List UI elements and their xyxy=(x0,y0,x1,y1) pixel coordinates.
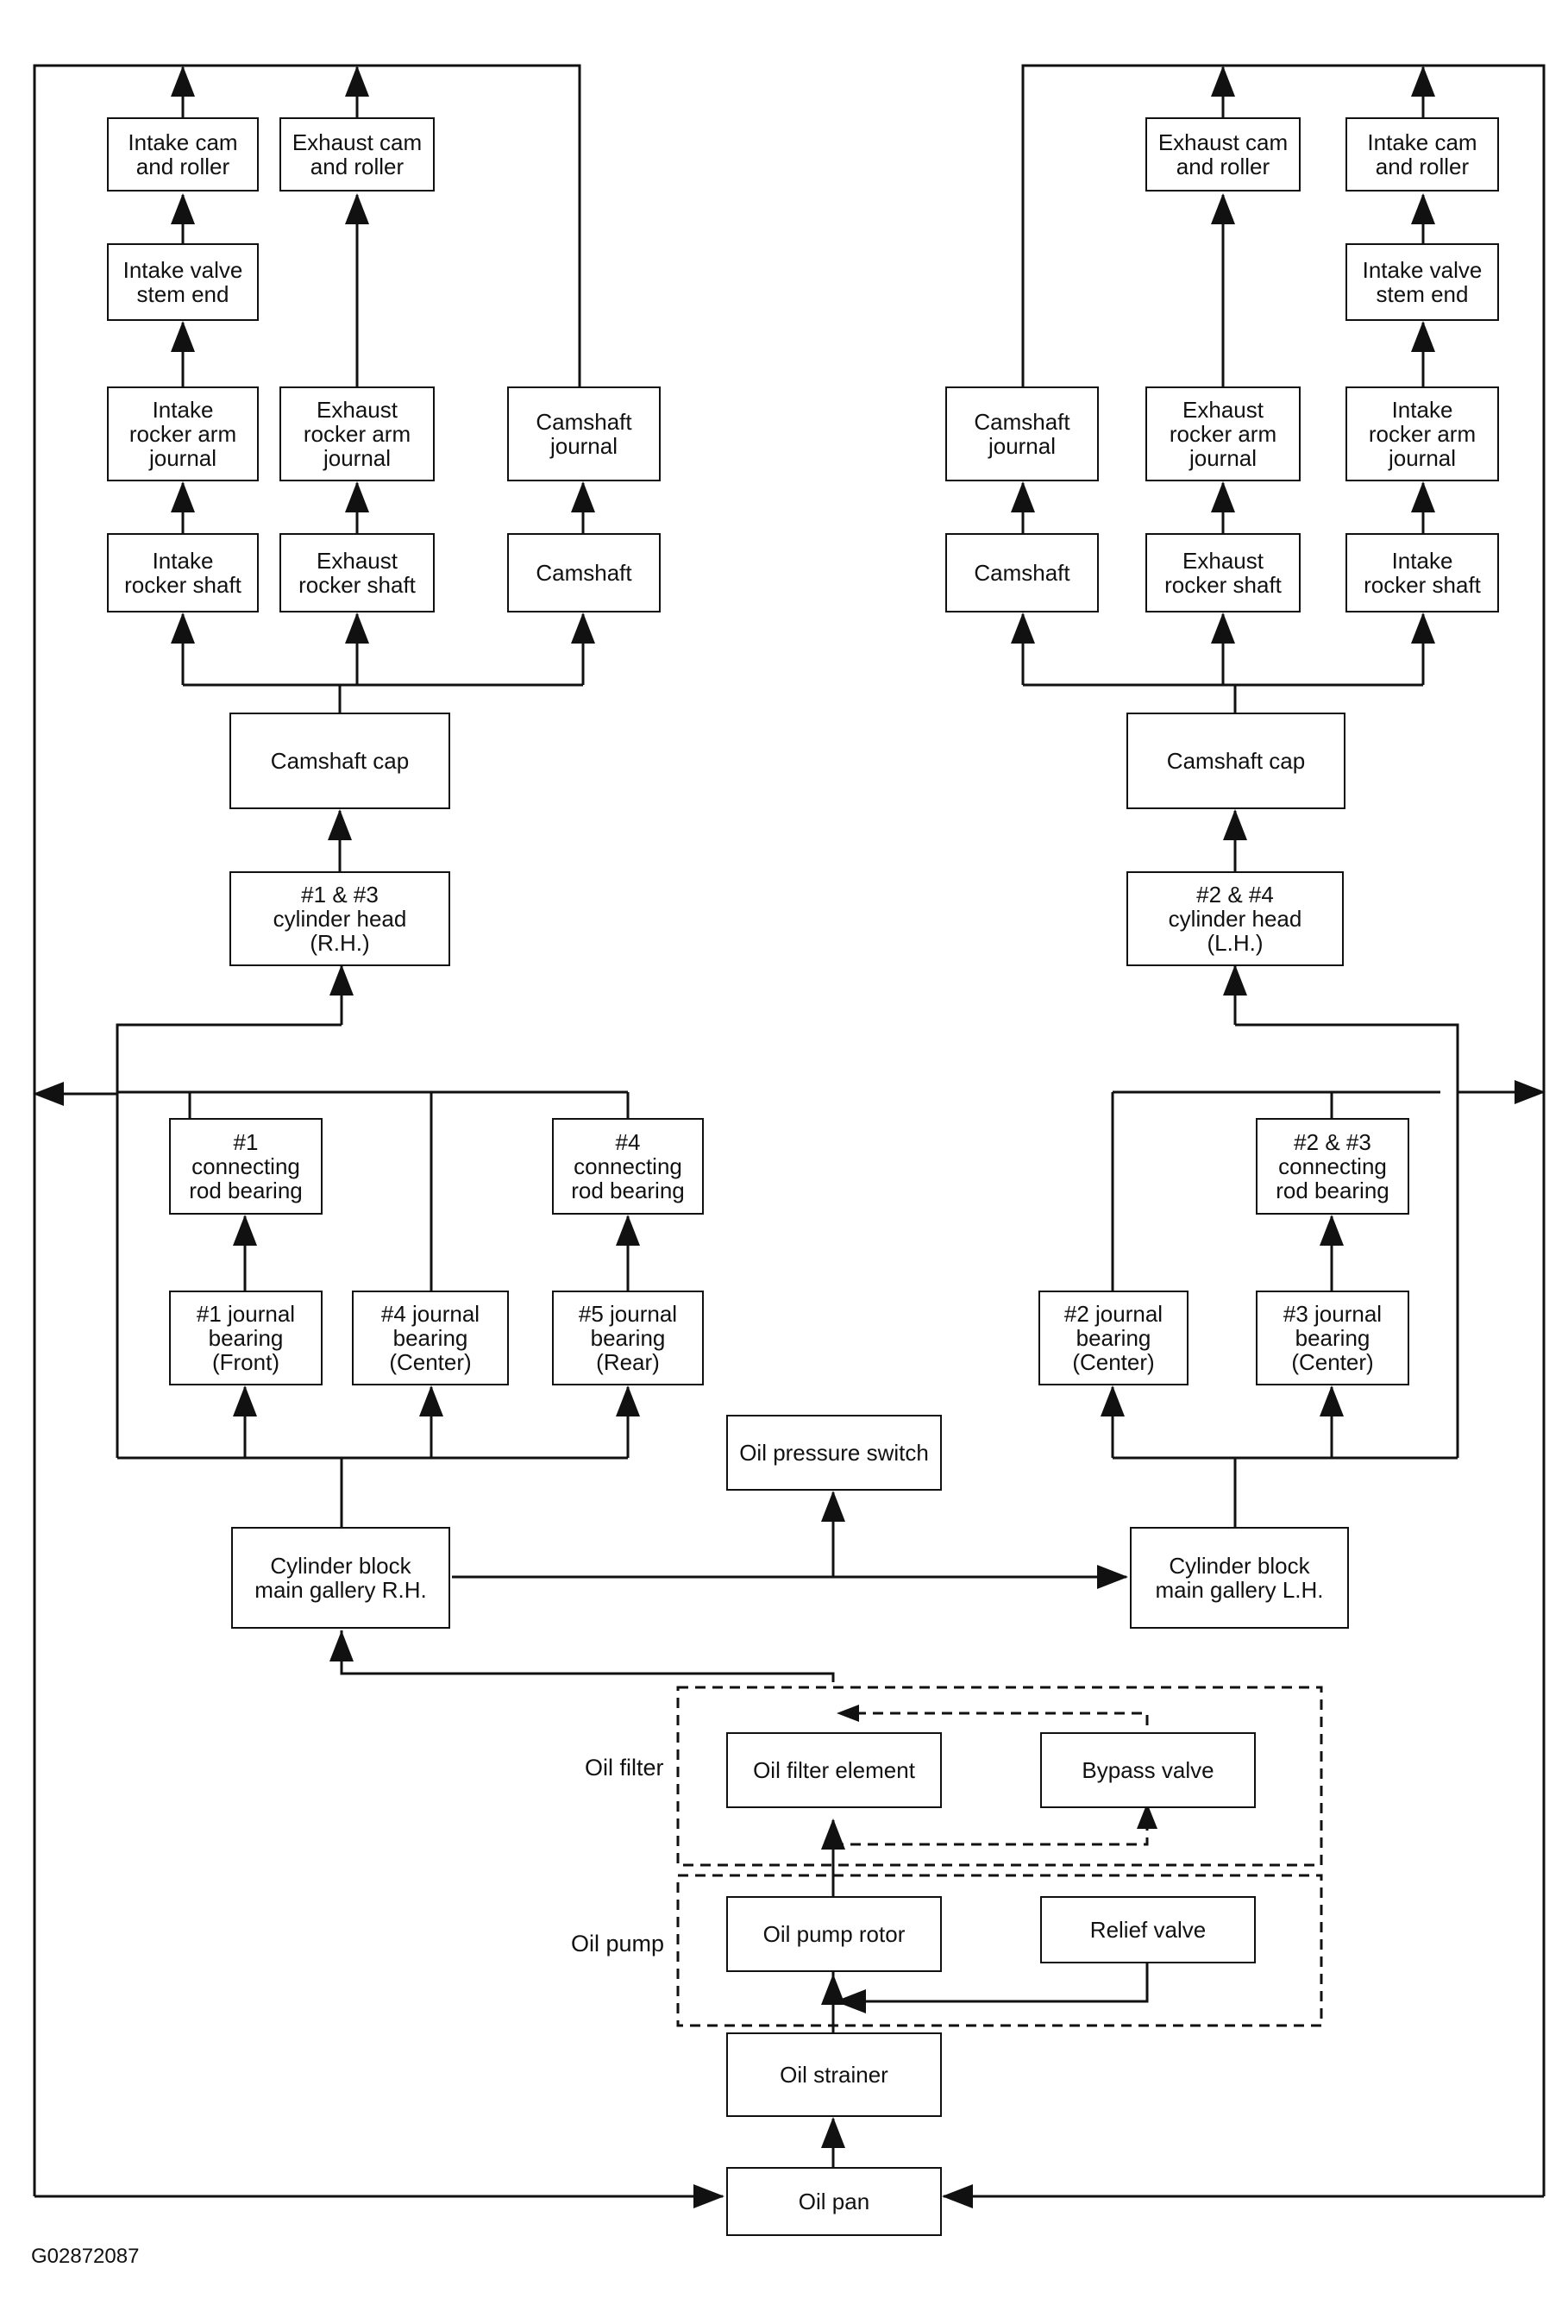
rod1-box: #1 connecting rod bearing xyxy=(169,1118,323,1215)
flow-lines xyxy=(33,64,1546,2208)
r-camshaft-box: Camshaft xyxy=(507,533,661,612)
l-camshaft-journal-box: Camshaft journal xyxy=(945,386,1099,481)
oil-pan-box: Oil pan xyxy=(726,2167,942,2236)
jb1-box: #1 journal bearing (Front) xyxy=(169,1291,323,1385)
l-intake-rocker-journal-box: Intake rocker arm journal xyxy=(1345,386,1499,481)
oil-filter-element-box: Oil filter element xyxy=(726,1732,942,1808)
figure-code: G02872087 xyxy=(31,2245,140,2268)
oil-pump-label: Oil pump xyxy=(571,1931,665,1957)
oil-strainer-box: Oil strainer xyxy=(726,2032,942,2117)
r-intake-rocker-journal-box: Intake rocker arm journal xyxy=(107,386,259,481)
l-exhaust-shaft-box: Exhaust rocker shaft xyxy=(1145,533,1301,612)
rod4-box: #4 connecting rod bearing xyxy=(552,1118,704,1215)
jb4-box: #4 journal bearing (Center) xyxy=(352,1291,509,1385)
l-exhaust-rocker-journal-box: Exhaust rocker arm journal xyxy=(1145,386,1301,481)
l-camshaft-cap-box: Camshaft cap xyxy=(1126,713,1345,809)
r-camshaft-journal-box: Camshaft journal xyxy=(507,386,661,481)
r-exhaust-cam-box: Exhaust cam and roller xyxy=(279,117,435,192)
l-cylinder-head-box: #2 & #4 cylinder head (L.H.) xyxy=(1126,871,1344,966)
rod23-box: #2 & #3 connecting rod bearing xyxy=(1256,1118,1409,1215)
gallery-rh-box: Cylinder block main gallery R.H. xyxy=(231,1527,450,1629)
bypass-valve-box: Bypass valve xyxy=(1040,1732,1256,1808)
oil-pump-rotor-box: Oil pump rotor xyxy=(726,1896,942,1972)
r-camshaft-cap-box: Camshaft cap xyxy=(229,713,450,809)
jb5-box: #5 journal bearing (Rear) xyxy=(552,1291,704,1385)
l-intake-cam-box: Intake cam and roller xyxy=(1345,117,1499,192)
dashed-arrowheads xyxy=(837,1705,1157,1829)
r-cylinder-head-box: #1 & #3 cylinder head (R.H.) xyxy=(229,871,450,966)
r-intake-shaft-box: Intake rocker shaft xyxy=(107,533,259,612)
l-exhaust-cam-box: Exhaust cam and roller xyxy=(1145,117,1301,192)
jb3-box: #3 journal bearing (Center) xyxy=(1256,1291,1409,1385)
l-camshaft-box: Camshaft xyxy=(945,533,1099,612)
r-exhaust-shaft-box: Exhaust rocker shaft xyxy=(279,533,435,612)
r-intake-cam-box: Intake cam and roller xyxy=(107,117,259,192)
r-intake-valve-box: Intake valve stem end xyxy=(107,243,259,321)
l-intake-shaft-box: Intake rocker shaft xyxy=(1345,533,1499,612)
oil-pressure-switch-box: Oil pressure switch xyxy=(726,1415,942,1491)
oil-filter-label: Oil filter xyxy=(585,1755,664,1781)
jb2-box: #2 journal bearing (Center) xyxy=(1038,1291,1189,1385)
gallery-lh-box: Cylinder block main gallery L.H. xyxy=(1130,1527,1349,1629)
l-intake-valve-box: Intake valve stem end xyxy=(1345,243,1499,321)
r-exhaust-rocker-journal-box: Exhaust rocker arm journal xyxy=(279,386,435,481)
relief-valve-box: Relief valve xyxy=(1040,1896,1256,1963)
